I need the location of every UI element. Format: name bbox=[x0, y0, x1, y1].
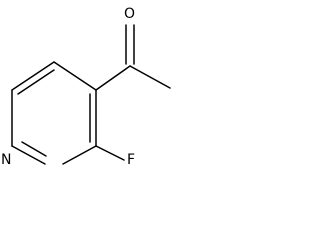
bond-ring-to-carbonyl bbox=[95, 65, 131, 91]
bond-ring-c5-c6 bbox=[62, 145, 97, 165]
bond-ring-c6-n bbox=[11, 145, 46, 165]
nitrogen-label: N bbox=[1, 152, 11, 166]
bond-ring-c6-n-inner bbox=[21, 141, 47, 157]
bond-ring-c3-c4 bbox=[53, 61, 97, 91]
oxygen-label: O bbox=[124, 6, 135, 22]
bond-carbonyl-to-methyl bbox=[129, 65, 171, 89]
fluorine-label: F bbox=[127, 152, 135, 166]
bond-ring-c2-c3 bbox=[11, 61, 55, 91]
bond-ring-c2-c3-inner bbox=[17, 69, 55, 95]
molecule-structure: O N F bbox=[1, 6, 171, 166]
bond-ring-to-fluorine bbox=[95, 145, 125, 161]
